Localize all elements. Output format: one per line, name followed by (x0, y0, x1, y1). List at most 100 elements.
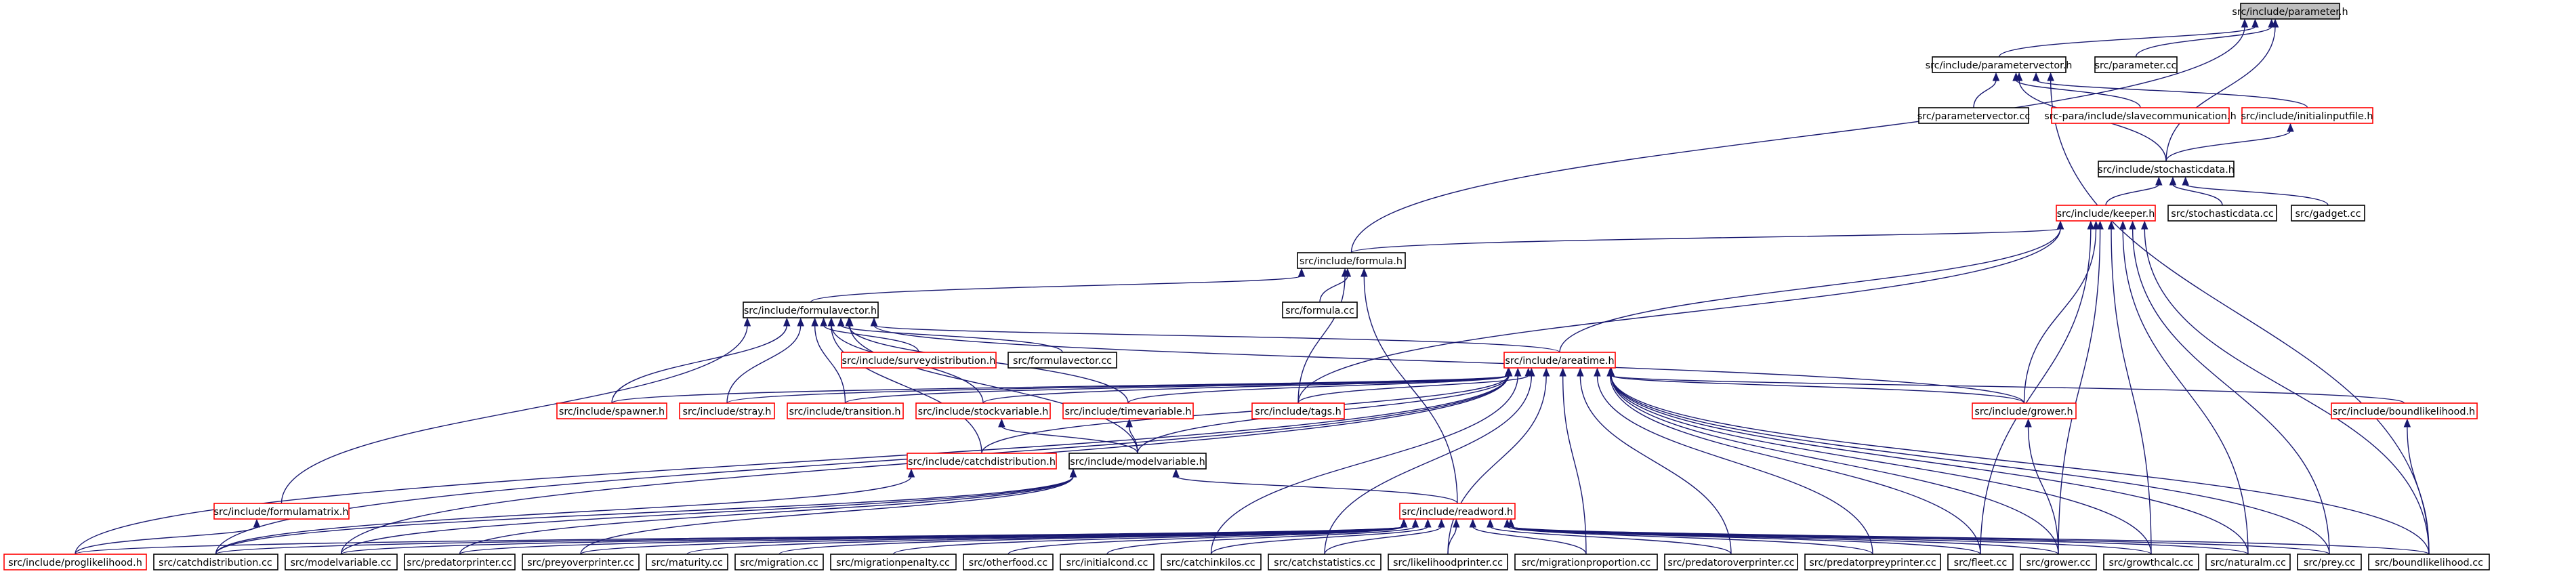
node-initialcond-cc[interactable]: src/initialcond.cc (1060, 554, 1155, 570)
svg-text:src-para/include/slavecommunic: src-para/include/slavecommunication.h (2044, 111, 2236, 122)
node-formulavector-h[interactable]: src/include/formulavector.h (743, 302, 879, 318)
edge-arrowhead (1577, 367, 1584, 377)
node-boundlikelihood-h[interactable]: src/include/boundlikelihood.h (2331, 402, 2478, 419)
node-formulamatrix-h[interactable]: src/include/formulamatrix.h (213, 503, 350, 520)
include-edge (1611, 375, 2152, 555)
node-naturalm-cc[interactable]: src/naturalm.cc (2205, 554, 2291, 570)
node-migrationproportion-cc[interactable]: src/migrationproportion.cc (1514, 554, 1658, 570)
include-edge (215, 476, 1074, 555)
node-likelihoodprinter-cc[interactable]: src/likelihoodprinter.cc (1388, 554, 1508, 570)
node-otherfood-cc[interactable]: src/otherfood.cc (963, 554, 1054, 570)
node-readword-h[interactable]: src/include/readword.h (1399, 503, 1516, 520)
node-stockvariable-h[interactable]: src/include/stockvariable.h (915, 402, 1051, 419)
svg-text:src/likelihoodprinter.cc: src/likelihoodprinter.cc (1393, 558, 1503, 568)
edge-arrowhead (2241, 18, 2249, 28)
node-timevariable-h[interactable]: src/include/timevariable.h (1062, 402, 1194, 419)
svg-text:src/migrationpenalty.cc: src/migrationpenalty.cc (836, 558, 950, 568)
edge-arrowhead (1297, 268, 1306, 277)
svg-text:src/include/formulamatrix.h: src/include/formulamatrix.h (214, 507, 349, 518)
svg-text:src/catchinkilos.cc: src/catchinkilos.cc (1166, 558, 1255, 568)
svg-text:src/initialcond.cc: src/initialcond.cc (1066, 558, 1148, 568)
include-edge (981, 375, 1509, 454)
include-edge (1007, 526, 1405, 555)
include-edge (1510, 526, 2430, 555)
include-edge (1506, 526, 1873, 555)
svg-text:src/parametervector.cc: src/parametervector.cc (1917, 111, 2031, 122)
node-grower-cc[interactable]: src/grower.cc (2020, 554, 2097, 570)
include-edge (215, 526, 1405, 555)
node-stochasticdata-h[interactable]: src/include/stochasticdata.h (2098, 161, 2235, 178)
svg-text:src/include/stochasticdata.h: src/include/stochasticdata.h (2098, 165, 2235, 175)
node-parametervector-h[interactable]: src/include/parametervector.h (1926, 56, 2073, 73)
node-catchdistribution-h[interactable]: src/include/catchdistribution.h (907, 453, 1057, 470)
edge-arrowhead (2056, 220, 2064, 230)
edge-arrowhead (1438, 518, 1445, 528)
edge-arrowhead (907, 468, 915, 478)
edge-arrowhead (2096, 220, 2104, 230)
node-formulavector-cc[interactable]: src/formulavector.cc (1007, 352, 1117, 369)
node-predatorprinter-cc[interactable]: src/predatorprinter.cc (404, 554, 516, 570)
node-surveydistribution-h[interactable]: src/include/surveydistribution.h (841, 352, 997, 369)
include-edge (459, 476, 1074, 555)
include-edge (1319, 275, 1348, 303)
edge-arrowhead (827, 317, 835, 327)
node-prey-cc[interactable]: src/prey.cc (2297, 554, 2362, 570)
node-spawner-h[interactable]: src/include/spawner.h (556, 402, 667, 419)
node-catchinkilos-cc[interactable]: src/catchinkilos.cc (1161, 554, 1262, 570)
include-edge (1447, 375, 1547, 555)
node-initialinputfile-h[interactable]: src/include/initialinputfile.h (2241, 107, 2373, 124)
node-formula-h[interactable]: src/include/formula.h (1297, 252, 1406, 269)
node-boundlikelihood-cc[interactable]: src/boundlikelihood.cc (2368, 554, 2490, 570)
node-maturity-cc[interactable]: src/maturity.cc (646, 554, 728, 570)
edge-arrowhead (2182, 176, 2189, 186)
edge-arrowhead (1607, 367, 1615, 377)
node-keeper-h[interactable]: src/include/keeper.h (2056, 205, 2156, 222)
node-fleet-cc[interactable]: src/fleet.cc (1947, 554, 2014, 570)
edge-arrowhead (2032, 72, 2040, 81)
node-grower-h[interactable]: src/include/grower.h (1972, 402, 2077, 419)
node-migration-cc[interactable]: src/migration.cc (734, 554, 824, 570)
include-edge (1175, 476, 1458, 504)
edge-arrowhead (998, 418, 1005, 428)
include-edge (1472, 526, 1587, 555)
include-edge (2027, 425, 2059, 555)
node-slavecommunication-h[interactable]: src-para/include/slavecommunication.h (2044, 107, 2237, 124)
node-growthcalc-cc[interactable]: src/growthcalc.cc (2103, 554, 2199, 570)
node-modelvariable-cc[interactable]: src/modelvariable.cc (285, 554, 398, 570)
node-preyoverprinter-cc[interactable]: src/preyoverprinter.cc (522, 554, 640, 570)
svg-text:src/include/surveydistribution: src/include/surveydistribution.h (842, 356, 996, 367)
svg-text:src/include/proglikelihood.h: src/include/proglikelihood.h (8, 558, 142, 568)
node-modelvariable-h[interactable]: src/include/modelvariable.h (1068, 453, 1207, 470)
edge-arrowhead (1360, 268, 1368, 277)
node-tags-h[interactable]: src/include/tags.h (1251, 402, 1345, 419)
node-catchstatistics-cc[interactable]: src/catchstatistics.cc (1268, 554, 1382, 570)
include-edge (892, 526, 1405, 555)
include-edge (1489, 526, 1732, 555)
edge-arrowhead (2087, 220, 2095, 230)
node-formula-cc[interactable]: src/formula.cc (1282, 302, 1358, 318)
edge-arrowhead (797, 317, 804, 327)
node-gadget-cc[interactable]: src/gadget.cc (2291, 205, 2365, 222)
node-areatime-h[interactable]: src/include/areatime.h (1503, 352, 1616, 369)
node-transition-h[interactable]: src/include/transition.h (787, 402, 904, 419)
include-edge (1559, 228, 2061, 353)
node-parameter-h[interactable]: src/include/parameter.h (2232, 3, 2348, 20)
svg-text:src/growthcalc.cc: src/growthcalc.cc (2109, 558, 2194, 568)
include-edge (281, 325, 748, 504)
svg-text:src/include/stray.h: src/include/stray.h (683, 407, 772, 417)
node-migrationpenalty-cc[interactable]: src/migrationpenalty.cc (830, 554, 957, 570)
node-parametervector-cc[interactable]: src/parametervector.cc (1917, 107, 2031, 124)
node-stray-h[interactable]: src/include/stray.h (679, 402, 775, 419)
svg-text:src/modelvariable.cc: src/modelvariable.cc (290, 558, 391, 568)
node-predatoroverprinter-cc[interactable]: src/predatoroverprinter.cc (1664, 554, 1798, 570)
node-catchdistribution-cc[interactable]: src/catchdistribution.cc (153, 554, 278, 570)
include-edge (1611, 375, 2405, 404)
include-edge (1363, 275, 1458, 504)
node-stochasticdata-cc[interactable]: src/stochasticdata.cc (2167, 205, 2277, 222)
node-predatorpreyprinter-cc[interactable]: src/predatorpreyprinter.cc (1804, 554, 1941, 570)
node-parameter-cc[interactable]: src/parameter.cc (2094, 56, 2178, 73)
node-proglikelihood-h[interactable]: src/include/proglikelihood.h (3, 554, 147, 570)
svg-text:src/include/initialinputfile.h: src/include/initialinputfile.h (2241, 111, 2373, 122)
include-edge (2035, 79, 2308, 108)
svg-text:src/include/timevariable.h: src/include/timevariable.h (1064, 407, 1191, 417)
